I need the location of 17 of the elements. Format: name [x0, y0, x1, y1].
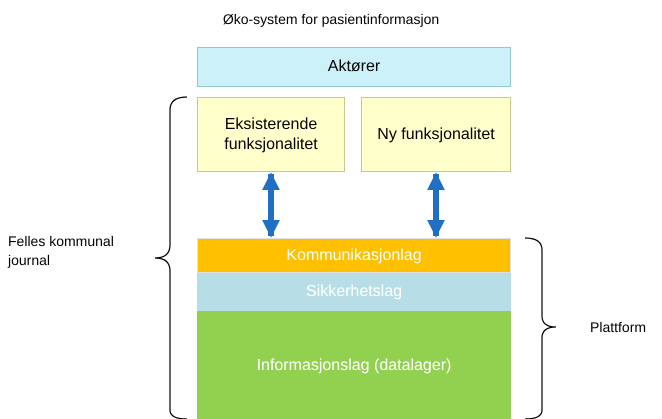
function-box: [361, 97, 511, 172]
node-label: Eksisterende funksjonalitet: [223, 114, 319, 154]
bracket-label: Plattform: [590, 318, 648, 337]
node-label: Informasjonslag (datalager): [256, 356, 452, 376]
layer-band: [197, 273, 511, 311]
layer-band: [197, 238, 511, 273]
diagram-title: Øko-system for pasientinformasjon: [222, 10, 440, 29]
function-box: [197, 97, 345, 172]
double-arrow: [262, 172, 280, 238]
actor-bar: [197, 47, 511, 87]
node-label: Ny funksjonalitet: [376, 124, 496, 144]
layer-band: [197, 311, 511, 419]
node-label: Sikkerhetslag: [304, 282, 404, 302]
double-arrow: [427, 172, 445, 238]
bracket-label: Felles kommunal journal: [8, 232, 115, 270]
node-label: Kommunikasjonlag: [285, 246, 423, 266]
node-label: Aktører: [326, 57, 382, 77]
